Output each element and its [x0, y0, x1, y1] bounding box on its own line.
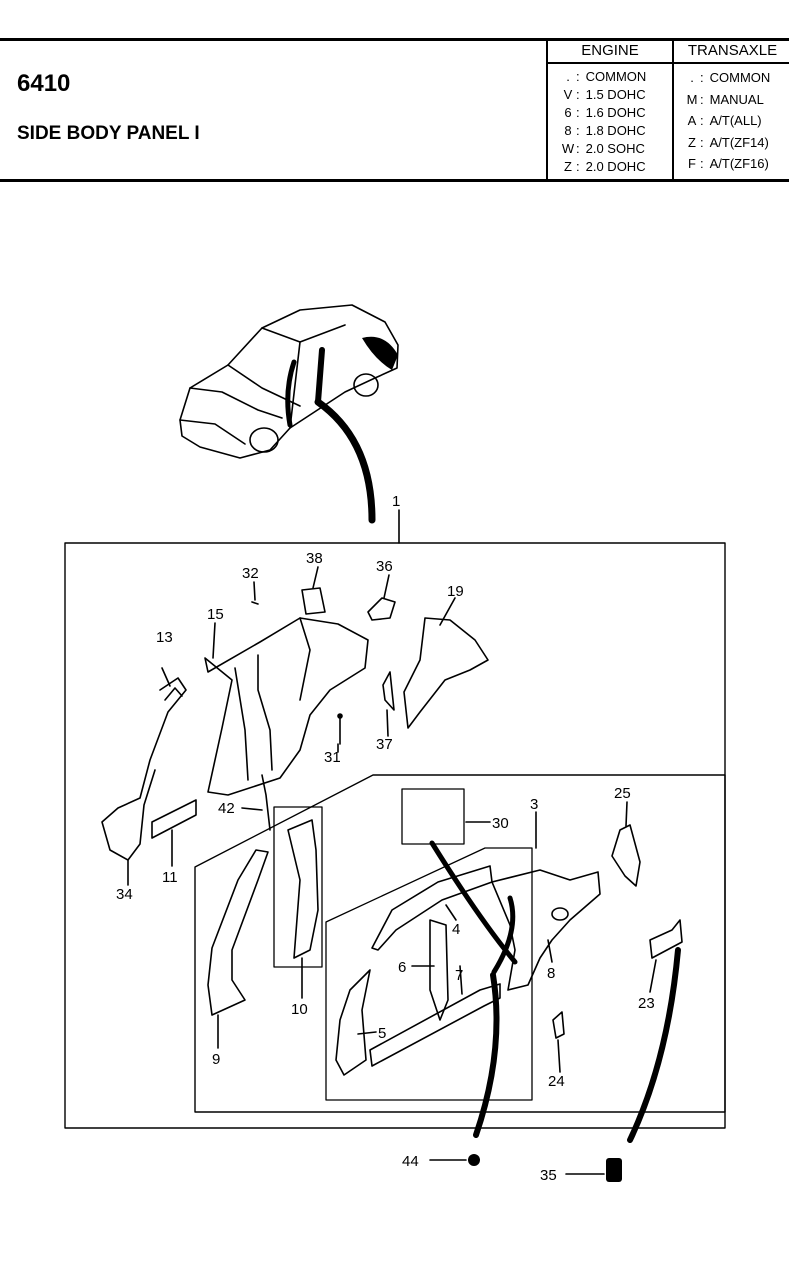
- transaxle-row: Z:A/T(ZF14): [688, 134, 769, 150]
- engine-row: 8:1.8 DOHC: [564, 123, 646, 138]
- engine-rows: .:COMMON V:1.5 DOHC 6:1.6 DOHC 8:1.8 DOH…: [560, 68, 646, 176]
- engine-row: .:COMMON: [566, 69, 647, 84]
- transaxle-heading-rule: [674, 62, 789, 64]
- callout-6: 6: [398, 959, 406, 976]
- engine-table: ENGINE .:COMMON V:1.5 DOHC 6:1.6 DOHC 8:…: [546, 40, 672, 179]
- callout-7: 7: [455, 967, 463, 984]
- callout-19: 19: [447, 583, 464, 600]
- engine-row: 6:1.6 DOHC: [564, 105, 646, 120]
- header-top-rule: [0, 38, 789, 41]
- callout-8: 8: [547, 965, 555, 982]
- callout-30: 30: [492, 815, 509, 832]
- callout-4: 4: [452, 921, 460, 938]
- transaxle-row: F:A/T(ZF16): [688, 156, 769, 171]
- transaxle-row: M:MANUAL: [686, 91, 764, 107]
- callout-34: 34: [116, 886, 133, 903]
- page-title: SIDE BODY PANEL I: [17, 123, 200, 144]
- callout-24: 24: [548, 1073, 565, 1090]
- engine-row: V:1.5 DOHC: [563, 87, 646, 102]
- engine-row: W:2.0 SOHC: [561, 141, 645, 156]
- callout-13: 13: [156, 629, 173, 646]
- header-bottom-rule: [0, 179, 789, 182]
- callout-42: 42: [218, 800, 235, 817]
- transaxle-heading: TRANSAXLE: [687, 42, 778, 59]
- transaxle-table: TRANSAXLE .:COMMON M:MANUAL A:A/T(ALL) Z…: [672, 40, 789, 179]
- engine-row: Z:2.0 DOHC: [564, 159, 646, 174]
- car-illustration: [179, 304, 399, 459]
- callout-31: 31: [324, 749, 341, 766]
- callout-23: 23: [638, 995, 655, 1012]
- engine-heading-rule: [548, 62, 672, 64]
- callout-9: 9: [212, 1051, 220, 1068]
- callout-5: 5: [378, 1025, 386, 1042]
- callout-3: 3: [530, 796, 538, 813]
- callout-25: 25: [614, 785, 631, 802]
- callout-10: 10: [291, 1001, 308, 1018]
- transaxle-rows: .:COMMON M:MANUAL A:A/T(ALL) Z:A/T(ZF14)…: [684, 67, 771, 175]
- callout-labels: 1 32 38 36 19 15 13 31 37 42 3 30 25 11 …: [116, 493, 655, 1184]
- callout-36: 36: [376, 558, 393, 575]
- callout-35: 35: [540, 1167, 557, 1184]
- callout-32: 32: [242, 565, 259, 582]
- callout-44: 44: [402, 1153, 419, 1170]
- transaxle-row: A:A/T(ALL): [687, 113, 762, 128]
- callout-15: 15: [207, 606, 224, 623]
- transaxle-row: .:COMMON: [690, 70, 771, 85]
- engine-heading: ENGINE: [581, 42, 639, 59]
- callout-11: 11: [162, 869, 178, 886]
- callout-1: 1: [392, 493, 400, 510]
- callout-38: 38: [306, 550, 323, 567]
- callout-37: 37: [376, 736, 393, 753]
- catalog-code: 6410: [17, 70, 71, 97]
